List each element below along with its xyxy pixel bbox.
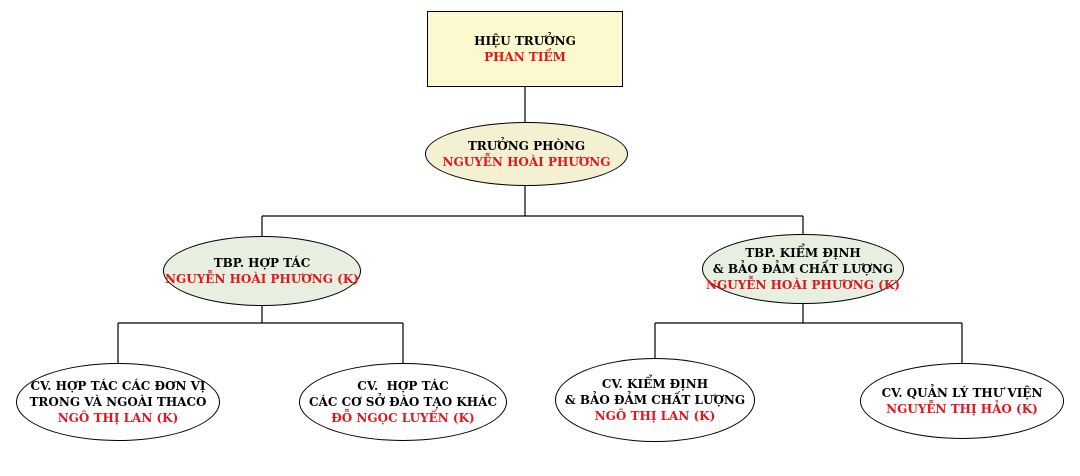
qa-title-line1: TBP. KIỂM ĐỊNH (745, 246, 861, 260)
head-name: NGUYỄN HOÀI PHƯƠNG (442, 155, 611, 169)
cv-qa-node: CV. KIỂM ĐỊNH & BẢO ĐẢM CHẤT LƯỢNG NGÔ T… (555, 358, 755, 442)
head-node: TRƯỞNG PHÒNG NGUYỄN HOÀI PHƯƠNG (425, 122, 628, 186)
cv-coop-schools-title-line2: CÁC CƠ SỞ ĐÀO TẠO KHÁC (309, 395, 497, 409)
cv-qa-title-line1: CV. KIỂM ĐỊNH (601, 377, 709, 391)
cv-library-node: CV. QUẢN LÝ THƯ VIỆN NGUYỄN THỊ HẢO (K) (860, 363, 1064, 439)
qa-name: NGUYỄN HOÀI PHƯƠNG (K) (706, 278, 900, 292)
coop-name: NGUYỄN HOÀI PHƯƠNG (K) (165, 272, 359, 286)
coop-title: TBP. HỢP TÁC (213, 256, 311, 270)
cv-coop-schools-node: CV. HỢP TÁC CÁC CƠ SỞ ĐÀO TẠO KHÁC ĐỖ NG… (299, 363, 507, 441)
cv-library-title: CV. QUẢN LÝ THƯ VIỆN (881, 386, 1043, 400)
cv-coop-units-name: NGÔ THỊ LAN (K) (57, 411, 179, 425)
coop-node: TBP. HỢP TÁC NGUYỄN HOÀI PHƯƠNG (K) (163, 236, 361, 306)
qa-title-line2: & BẢO ĐẢM CHẤT LƯỢNG (712, 262, 894, 276)
cv-coop-units-node: CV. HỢP TÁC CÁC ĐƠN VỊ TRONG VÀ NGOÀI TH… (16, 363, 220, 441)
cv-library-name: NGUYỄN THỊ HẢO (K) (886, 402, 1038, 416)
principal-node: HIỆU TRƯỞNG PHAN TIỀM (427, 11, 623, 87)
cv-qa-title-line2: & BẢO ĐẢM CHẤT LƯỢNG (564, 393, 746, 407)
qa-node: TBP. KIỂM ĐỊNH & BẢO ĐẢM CHẤT LƯỢNG NGUY… (702, 234, 904, 304)
principal-title: HIỆU TRƯỞNG (474, 34, 576, 48)
principal-name: PHAN TIỀM (484, 50, 566, 64)
cv-coop-schools-title-line1: CV. HỢP TÁC (357, 379, 449, 393)
cv-coop-schools-name: ĐỖ NGỌC LUYẾN (K) (331, 411, 475, 425)
cv-qa-name: NGÔ THỊ LAN (K) (594, 409, 716, 423)
head-title: TRƯỞNG PHÒNG (467, 139, 586, 153)
cv-coop-units-title-line2: TRONG VÀ NGOÀI THACO (29, 395, 207, 409)
cv-coop-units-title-line1: CV. HỢP TÁC CÁC ĐƠN VỊ (30, 379, 206, 393)
